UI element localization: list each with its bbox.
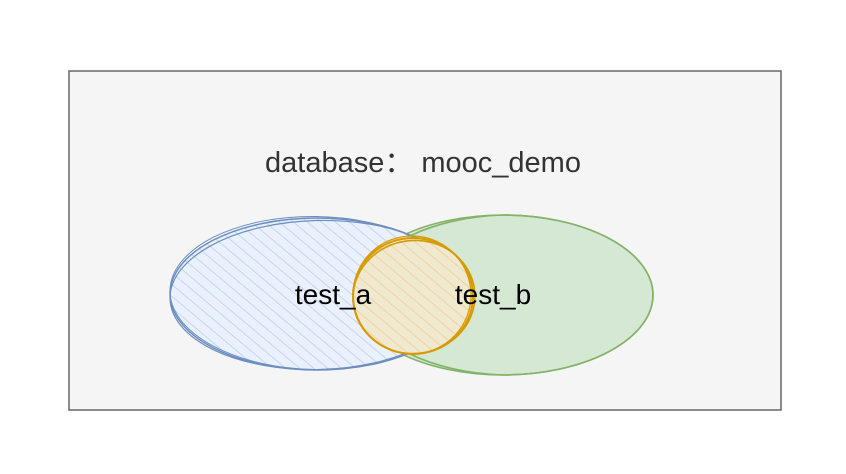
set-b-label: test_b	[455, 279, 531, 310]
set-b-outline	[409, 214, 654, 376]
overlap-region	[352, 235, 476, 355]
database-title: database： mooc_demo	[265, 147, 581, 179]
set-a-label: test_a	[295, 279, 372, 310]
